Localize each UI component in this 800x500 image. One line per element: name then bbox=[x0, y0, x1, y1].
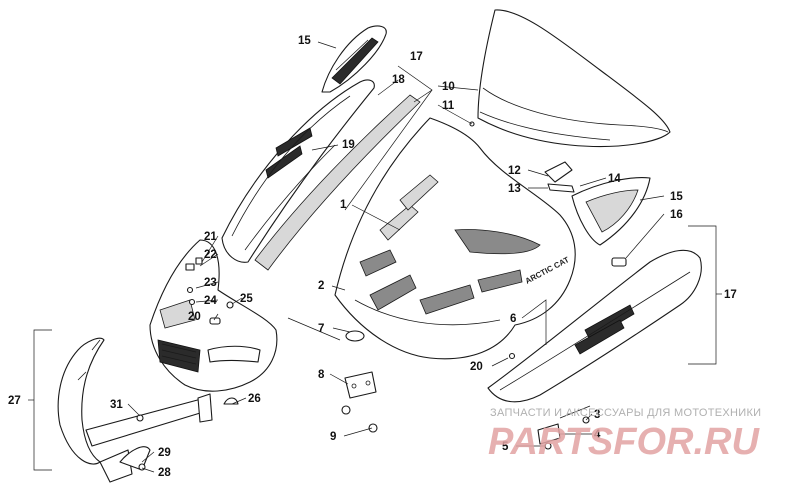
callout-18: 18 bbox=[392, 74, 405, 86]
side-panel-right bbox=[487, 249, 702, 403]
callout-12: 12 bbox=[508, 165, 521, 177]
fasteners-22-25 bbox=[185, 257, 239, 405]
watermark-logo: PARTSFOR.RU bbox=[488, 421, 760, 463]
callout-19: 19 bbox=[342, 139, 355, 151]
trim-strip-19 bbox=[244, 144, 336, 251]
callout-2: 2 bbox=[318, 280, 324, 292]
callout-13: 13 bbox=[508, 183, 521, 195]
callout-31: 31 bbox=[110, 399, 123, 411]
hood-panel: ARCTIC CAT bbox=[334, 117, 576, 360]
callout-5: 5 bbox=[502, 441, 509, 453]
upper-left-vent-15 bbox=[321, 25, 387, 93]
callout-16: 16 bbox=[670, 209, 683, 221]
callout-11: 11 bbox=[442, 100, 455, 112]
callout-6: 6 bbox=[510, 313, 516, 325]
callout-9: 9 bbox=[330, 431, 336, 443]
callout-24: 23 bbox=[204, 277, 217, 289]
callout-21: 20 bbox=[188, 311, 201, 323]
callout-30: 29 bbox=[158, 447, 171, 459]
bracket-8 bbox=[341, 371, 378, 433]
right-vent-15 bbox=[571, 177, 651, 246]
group-bracket-17-top bbox=[287, 65, 433, 341]
front-bumper bbox=[57, 337, 213, 483]
callout-27: 26 bbox=[248, 393, 261, 405]
side-panel-left bbox=[221, 79, 375, 263]
callout-14: 14 bbox=[608, 173, 621, 185]
callout-26: 25 bbox=[240, 293, 253, 305]
leader-lines bbox=[127, 41, 665, 473]
nose-cone bbox=[149, 239, 278, 392]
screw-20 bbox=[469, 121, 516, 360]
windshield bbox=[477, 9, 671, 148]
callout-25: 24 bbox=[204, 295, 217, 307]
callout-3: 3 bbox=[594, 409, 600, 421]
bracket-12 bbox=[544, 161, 575, 193]
callout-20: 20 bbox=[470, 361, 483, 373]
callout-23: 22 bbox=[204, 249, 217, 261]
callout-17-right: 17 bbox=[724, 289, 737, 301]
callout-7: 7 bbox=[318, 323, 324, 335]
callout-1: 1 bbox=[340, 199, 347, 211]
callout-17-top: 17 bbox=[410, 51, 423, 63]
watermark: ЗАПЧАСТИ И АКСЕССУАРЫ ДЛЯ МОТОТЕХНИКИ PA… bbox=[488, 407, 761, 463]
group-bracket-17-right bbox=[688, 225, 722, 365]
callout-10: 10 bbox=[442, 81, 455, 93]
callout-28: 27 bbox=[8, 395, 21, 407]
callout-22: 21 bbox=[204, 231, 217, 243]
watermark-caption: ЗАПЧАСТИ И АКСЕССУАРЫ ДЛЯ МОТОТЕХНИКИ bbox=[490, 407, 761, 419]
callout-29: 28 bbox=[158, 467, 171, 479]
callout-labels: 15 17 18 10 11 19 12 13 14 15 1 16 21 22… bbox=[8, 35, 737, 479]
group-bracket-28 bbox=[28, 329, 52, 471]
callout-15-top: 15 bbox=[298, 35, 311, 47]
callout-4: 4 bbox=[594, 429, 601, 441]
callout-15-right: 15 bbox=[670, 191, 683, 203]
callout-8: 8 bbox=[318, 369, 325, 381]
trim-strip-18 bbox=[254, 94, 421, 271]
